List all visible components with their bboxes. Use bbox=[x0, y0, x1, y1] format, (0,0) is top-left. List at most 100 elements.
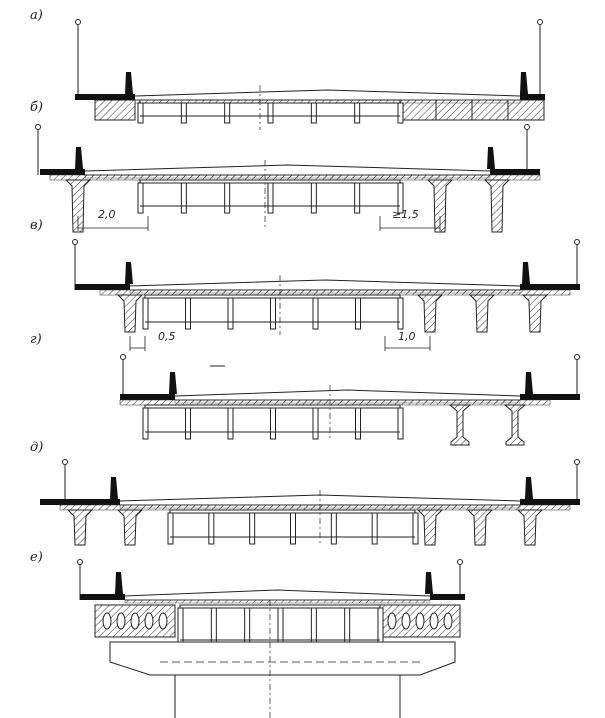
curb bbox=[525, 477, 533, 499]
void bbox=[387, 612, 397, 630]
curb bbox=[125, 262, 133, 284]
box-web bbox=[227, 407, 234, 440]
t-beam bbox=[416, 509, 444, 546]
box-web bbox=[210, 607, 217, 648]
slab bbox=[49, 174, 541, 181]
sidewalk-left bbox=[75, 94, 135, 100]
pier bbox=[174, 674, 401, 718]
box-web bbox=[208, 512, 215, 545]
i-beam bbox=[503, 404, 527, 446]
box-web bbox=[290, 512, 296, 545]
curb bbox=[520, 72, 528, 94]
curb bbox=[425, 572, 433, 594]
sidewalk-right bbox=[520, 394, 580, 400]
void bbox=[401, 612, 411, 630]
box-web bbox=[177, 607, 184, 648]
box-web bbox=[180, 102, 187, 124]
void bbox=[102, 612, 112, 630]
sidewalk-left bbox=[80, 594, 125, 600]
box-web bbox=[180, 182, 187, 214]
box-web bbox=[267, 182, 274, 214]
void bbox=[429, 612, 439, 630]
box-web bbox=[142, 407, 149, 440]
railing-post-head bbox=[35, 124, 41, 130]
railing-post-head bbox=[574, 354, 580, 360]
box-web bbox=[355, 407, 361, 440]
t-beam bbox=[426, 179, 454, 233]
curb bbox=[169, 372, 177, 394]
box-web bbox=[270, 297, 276, 330]
sidewalk-left bbox=[40, 169, 85, 175]
roadway-surface bbox=[129, 279, 521, 287]
t-beam bbox=[416, 294, 444, 333]
box-web bbox=[397, 407, 404, 440]
void bbox=[144, 612, 154, 630]
railing-post-head bbox=[62, 459, 68, 465]
t-beam bbox=[483, 179, 511, 233]
box-web bbox=[185, 407, 191, 440]
railing-post-head bbox=[524, 124, 530, 130]
box-web bbox=[277, 607, 284, 648]
box-web bbox=[270, 407, 276, 440]
box-web bbox=[137, 182, 144, 214]
t-beam bbox=[116, 294, 144, 333]
sidewalk-right bbox=[520, 284, 580, 290]
box-web bbox=[397, 102, 404, 124]
box-web bbox=[310, 607, 317, 648]
box-web bbox=[185, 297, 191, 330]
box-web bbox=[377, 607, 384, 648]
railing-post-head bbox=[537, 19, 543, 25]
box-web bbox=[224, 102, 231, 124]
section-label-b: б) bbox=[30, 100, 44, 115]
railing-post-head bbox=[120, 354, 126, 360]
sidewalk-right bbox=[430, 594, 465, 600]
box-web bbox=[310, 102, 317, 124]
dimension-b-left: 2,0 bbox=[98, 208, 116, 221]
section-label-e: е) bbox=[30, 550, 43, 565]
box-web bbox=[310, 182, 317, 214]
box-web bbox=[244, 607, 251, 648]
box-web bbox=[227, 297, 234, 330]
curb bbox=[75, 147, 83, 169]
curb bbox=[110, 477, 118, 499]
t-beam bbox=[66, 509, 94, 546]
t-beam bbox=[116, 509, 144, 546]
railing-post-head bbox=[72, 239, 78, 245]
void bbox=[443, 612, 453, 630]
box-web bbox=[224, 182, 231, 214]
box-web bbox=[344, 607, 351, 648]
curb bbox=[487, 147, 495, 169]
box-web bbox=[412, 512, 419, 545]
section-label-a: а) bbox=[30, 8, 43, 23]
sidewalk-left bbox=[75, 284, 130, 290]
roadway-surface bbox=[134, 89, 521, 97]
t-beam bbox=[466, 509, 494, 546]
curb bbox=[125, 72, 133, 94]
roadway-surface bbox=[174, 389, 521, 397]
box-web bbox=[354, 102, 361, 124]
slab bbox=[119, 399, 551, 406]
sidewalk-right bbox=[520, 499, 580, 505]
void bbox=[116, 612, 126, 630]
roadway-surface bbox=[84, 164, 491, 172]
void bbox=[130, 612, 140, 630]
t-beam bbox=[516, 509, 544, 546]
curb bbox=[522, 262, 530, 284]
slab bbox=[99, 289, 571, 296]
box-web bbox=[397, 182, 404, 214]
section-label-g: г) bbox=[30, 332, 42, 347]
railing-post-head bbox=[77, 559, 83, 565]
roadway-surface bbox=[124, 589, 431, 597]
t-beam bbox=[468, 294, 496, 333]
box-web bbox=[249, 512, 256, 545]
box-web bbox=[137, 102, 144, 124]
box-web bbox=[330, 512, 337, 545]
box-web bbox=[142, 297, 149, 330]
section-label-v: в) bbox=[30, 218, 43, 233]
void bbox=[415, 612, 425, 630]
sidewalk-left bbox=[120, 394, 175, 400]
curb bbox=[525, 372, 533, 394]
deck-slab-hatched bbox=[124, 599, 431, 604]
railing-post-head bbox=[574, 239, 580, 245]
